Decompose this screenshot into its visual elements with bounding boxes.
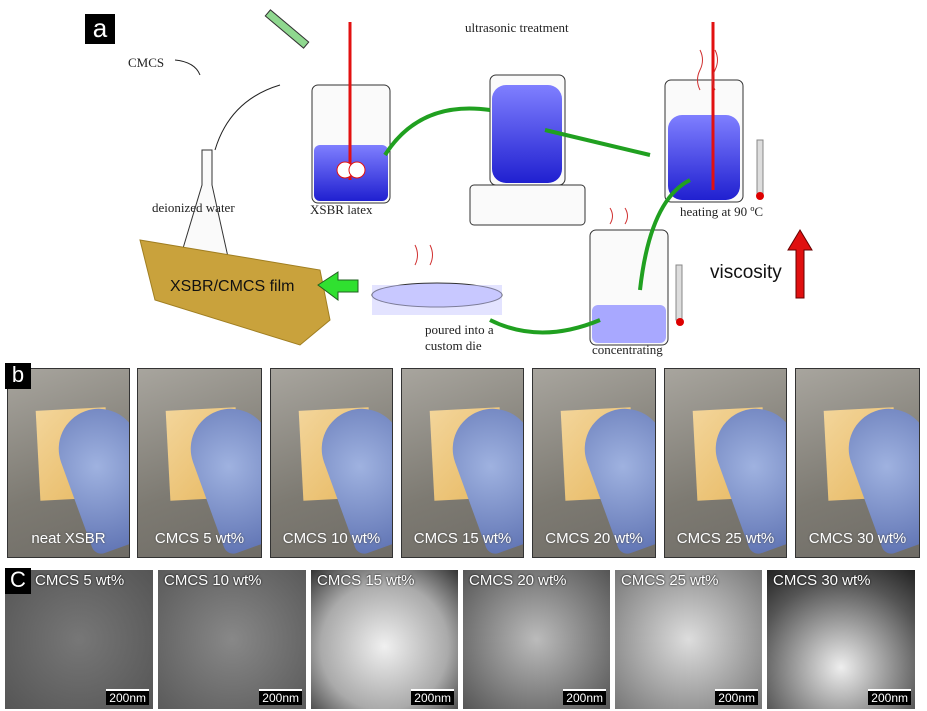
label-poured-1: poured into a (425, 322, 494, 337)
photo-10wt: CMCS 10 wt% (270, 368, 393, 558)
preparation-scheme (139, 9, 813, 346)
photo-20wt: CMCS 20 wt% (532, 368, 656, 558)
tem-caption: CMCS 25 wt% (621, 572, 719, 589)
tem-30wt: CMCS 30 wt% 200nm (767, 570, 915, 709)
tem-10wt: CMCS 10 wt% 200nm (158, 570, 306, 709)
tem-caption: CMCS 5 wt% (35, 572, 125, 589)
petri-dish-icon (371, 282, 503, 315)
photo-caption: CMCS 20 wt% (545, 530, 643, 547)
panel-label-a: a (85, 14, 115, 44)
photo-30wt: CMCS 30 wt% (795, 368, 920, 558)
scale-bar: 200nm (259, 689, 302, 705)
label-xsbr-latex: XSBR latex (310, 202, 373, 217)
tem-caption: CMCS 15 wt% (317, 572, 415, 589)
red-arrow-up-icon (787, 229, 813, 299)
beaker-concentrating-icon (589, 229, 684, 346)
scale-bar: 200nm (715, 689, 758, 705)
film-sheet (139, 239, 331, 346)
label-heating: heating at 90 ºC (680, 204, 764, 219)
panel-label-c: C (5, 568, 31, 594)
ultrasonic-bath-icon (469, 74, 586, 226)
scale-bar: 200nm (411, 689, 454, 705)
tem-caption: CMCS 10 wt% (164, 572, 262, 589)
photo-caption: neat XSBR (31, 530, 106, 547)
scale-bar: 200nm (563, 689, 606, 705)
green-arrow-icon (317, 271, 359, 301)
tem-caption: CMCS 30 wt% (773, 572, 871, 589)
tem-20wt: CMCS 20 wt% 200nm (463, 570, 610, 709)
photo-25wt: CMCS 25 wt% (664, 368, 787, 558)
photo-15wt: CMCS 15 wt% (401, 368, 524, 558)
photo-5wt: CMCS 5 wt% (137, 368, 262, 558)
scale-bar: 200nm (106, 689, 149, 705)
panel-label-b: b (5, 363, 31, 389)
photo-caption: CMCS 25 wt% (676, 530, 775, 547)
photo-caption: CMCS 10 wt% (282, 530, 381, 547)
photo-caption: CMCS 30 wt% (808, 530, 907, 547)
beaker-heating-icon (664, 22, 764, 203)
label-film: XSBR/CMCS film (170, 278, 295, 295)
label-viscosity: viscosity (710, 262, 782, 283)
syringe-icon (264, 9, 310, 49)
tem-caption: CMCS 20 wt% (469, 572, 567, 589)
label-ultrasonic: ultrasonic treatment (465, 20, 569, 35)
label-cmcs: CMCS (128, 55, 165, 70)
tem-25wt: CMCS 25 wt% 200nm (615, 570, 762, 709)
label-concentrating: concentrating (592, 342, 663, 357)
scale-bar: 200nm (868, 689, 911, 705)
label-deionized-water: deionized water (152, 200, 235, 215)
photo-caption: CMCS 15 wt% (413, 530, 512, 547)
tem-15wt: CMCS 15 wt% 200nm (311, 570, 458, 709)
beaker-xsbr-icon (311, 22, 391, 204)
photo-neat: neat XSBR (7, 368, 130, 558)
label-poured-2: custom die (425, 338, 482, 353)
photo-caption: CMCS 5 wt% (154, 530, 245, 547)
